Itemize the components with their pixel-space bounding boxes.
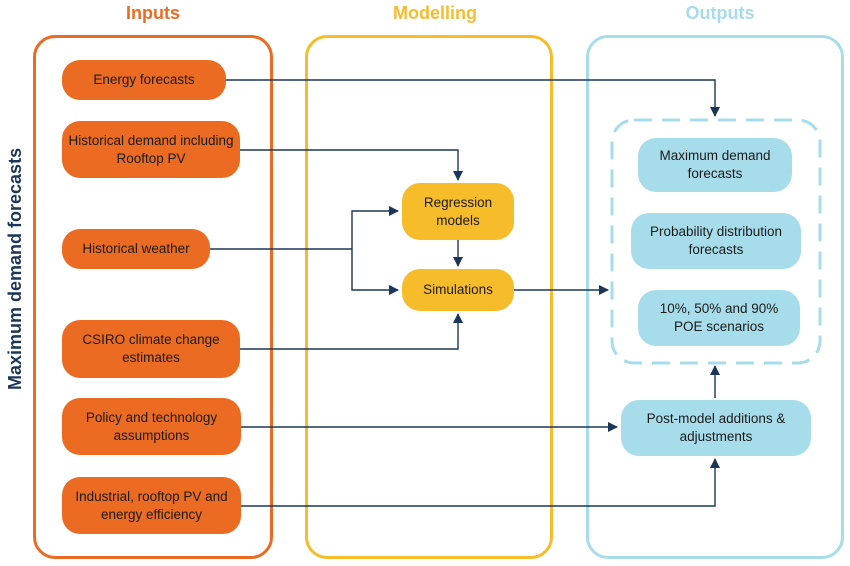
input-energy-forecasts: Energy forecasts [62,60,226,100]
outputs-column-frame [586,35,844,559]
input-industrial-rooftop: Industrial, rooftop PV and energy effici… [62,477,241,534]
input-csiro-climate: CSIRO climate change estimates [62,320,240,378]
output-probability-distribution: Probability distribution forecasts [631,213,801,269]
inputs-column-title: Inputs [126,3,180,23]
output-poe-scenarios: 10%, 50% and 90% POE scenarios [638,290,800,346]
arrow-csiro-to-simulations [240,313,463,350]
modelling-column-title: Modelling [393,3,477,23]
inputs-column-frame [33,35,273,559]
modelling-column-frame [305,35,553,559]
output-post-model: Post-model additions & adjustments [621,400,811,456]
arrow-energy-to-outputs [226,79,720,117]
arrow-historical-demand-to-regression [240,149,463,181]
arrow-weather-to-regression [351,206,399,249]
model-simulations: Simulations [402,269,514,311]
arrow-industrial-to-postmodel [241,458,720,507]
input-historical-demand: Historical demand including Rooftop PV [62,121,240,178]
outputs-dashed-group [610,118,822,365]
input-policy-technology: Policy and technology assumptions [62,398,241,455]
outputs-column-title: Outputs [685,3,755,23]
output-maximum-demand: Maximum demand forecasts [638,138,792,192]
arrow-weather-to-simulations [351,249,399,295]
model-regression: Regression models [402,183,514,240]
input-historical-weather: Historical weather [62,229,210,269]
